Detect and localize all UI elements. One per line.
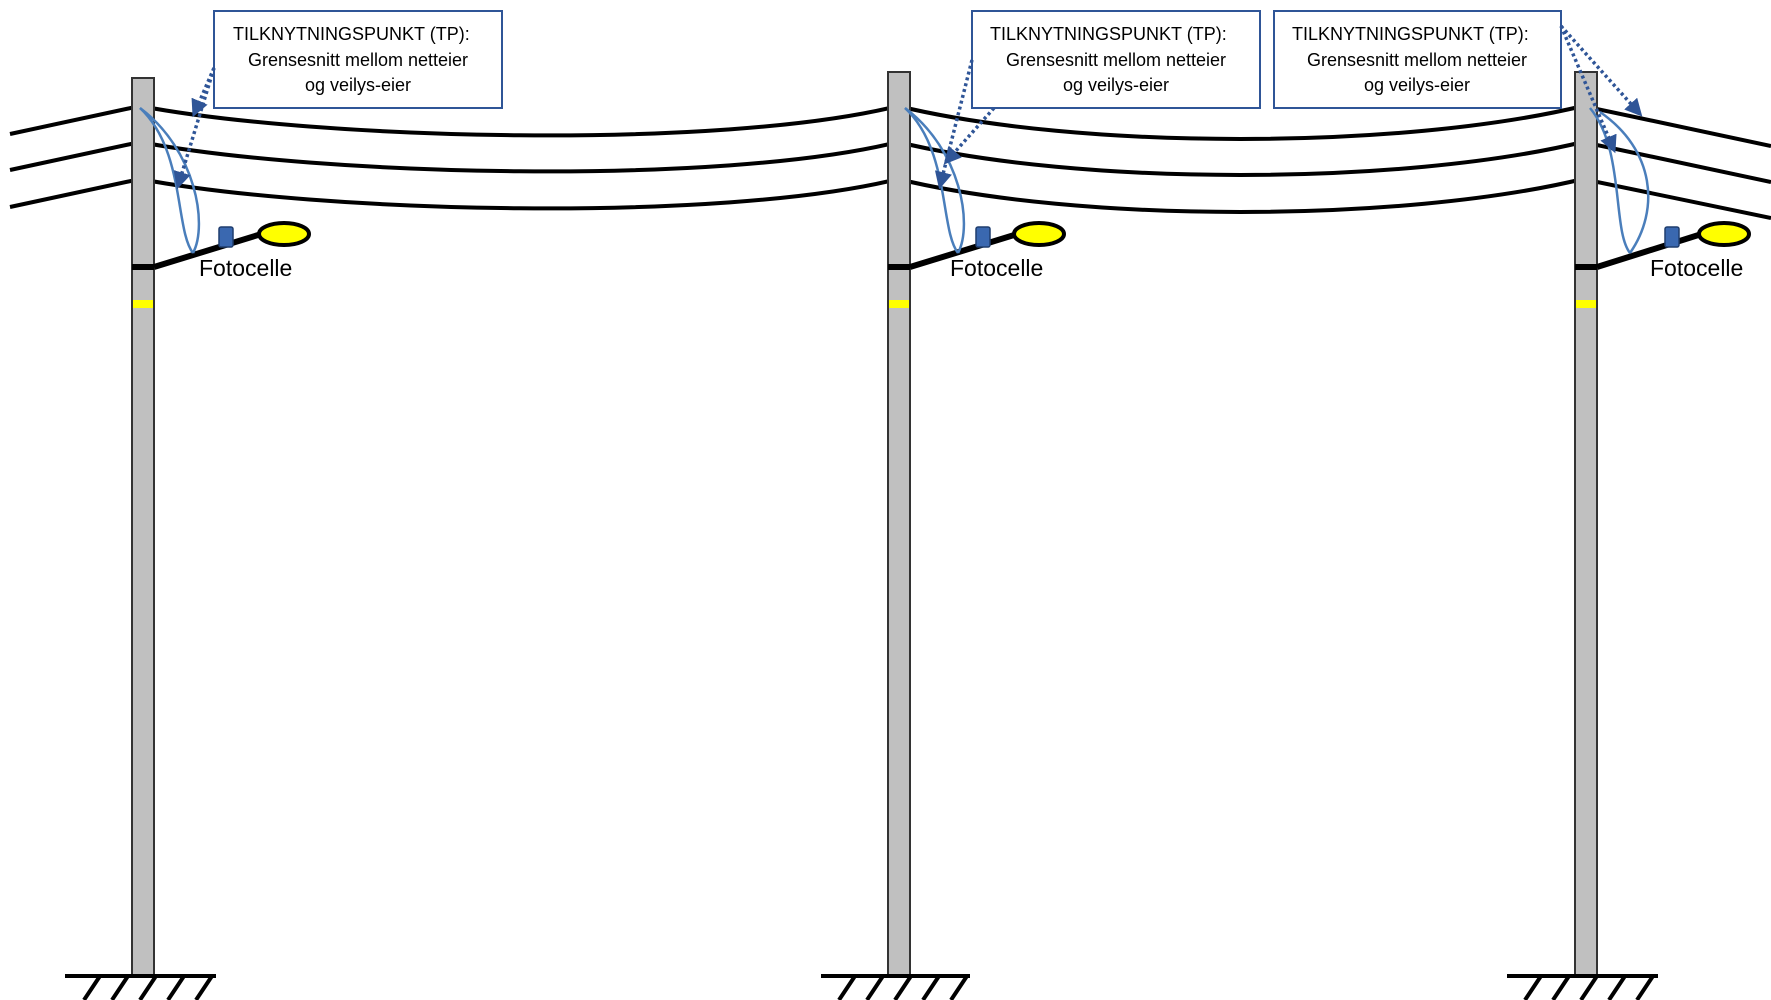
lamp-arm-diagonal [153, 229, 269, 270]
photocell-icon [218, 226, 234, 248]
service-cable-left [1589, 107, 1632, 254]
callout-line-3: og veilys-eier [1364, 75, 1470, 95]
callout-box-3: TILKNYTNINGSPUNKT (TP): Grensesnitt mell… [1273, 10, 1562, 109]
callout-border [213, 10, 503, 109]
callout-border [971, 10, 1261, 109]
service-cable-right [1599, 110, 1650, 254]
callout-arrow [1559, 25, 1617, 154]
callout-arrow [1559, 24, 1643, 117]
photocell-icon [1664, 226, 1680, 248]
pole-1: Fotocelle TILKNYTNINGSPUNKT (TP): Grense… [65, 10, 503, 1000]
service-cable-right [904, 107, 966, 254]
pole-marker-yellow [1576, 300, 1596, 308]
photocell-label: Fotocelle [199, 255, 292, 281]
photocell-icon [975, 226, 991, 248]
photocell-label: Fotocelle [950, 255, 1043, 281]
pole-marker-yellow [889, 300, 909, 308]
lamp-head [257, 221, 311, 247]
service-cable-right [139, 107, 201, 254]
callout-line-2: Grensesnitt mellom netteier [248, 50, 468, 70]
callout-line-3: og veilys-eier [1063, 75, 1169, 95]
callout-title: TILKNYTNINGSPUNKT (TP): [1292, 24, 1529, 44]
ground-hatching [82, 974, 214, 1000]
photocell-label: Fotocelle [1650, 255, 1743, 281]
pole-mast [887, 71, 911, 977]
callout-line-3: og veilys-eier [305, 75, 411, 95]
callout-line-2: Grensesnitt mellom netteier [1307, 50, 1527, 70]
callout-title: TILKNYTNINGSPUNKT (TP): [233, 24, 470, 44]
lamp-head [1012, 221, 1066, 247]
callout-border [1273, 10, 1562, 109]
lamp-arm-diagonal [909, 229, 1025, 270]
callout-box-1: TILKNYTNINGSPUNKT (TP): Grensesnitt mell… [213, 10, 503, 109]
pole-mast [1574, 71, 1598, 977]
callout-line-2: Grensesnitt mellom netteier [1006, 50, 1226, 70]
callout-title: TILKNYTNINGSPUNKT (TP): [990, 24, 1227, 44]
pole-3: Fotocelle TILKNYTNINGSPUNKT (TP): Grense… [1273, 10, 1751, 1000]
lamp-head [1697, 221, 1751, 247]
pole-mast [131, 77, 155, 977]
callout-box-2: TILKNYTNINGSPUNKT (TP): Grensesnitt mell… [971, 10, 1261, 109]
pole-2: Fotocelle TILKNYTNINGSPUNKT (TP): Grense… [821, 10, 1261, 1000]
callout-arrow [943, 106, 996, 165]
callout-arrow [934, 59, 974, 190]
pole-marker-yellow [133, 300, 153, 308]
ground-hatching [837, 974, 969, 1000]
callout-arrow [173, 67, 216, 190]
lamp-arm-diagonal [1596, 229, 1709, 270]
ground-hatching [1523, 974, 1655, 1000]
